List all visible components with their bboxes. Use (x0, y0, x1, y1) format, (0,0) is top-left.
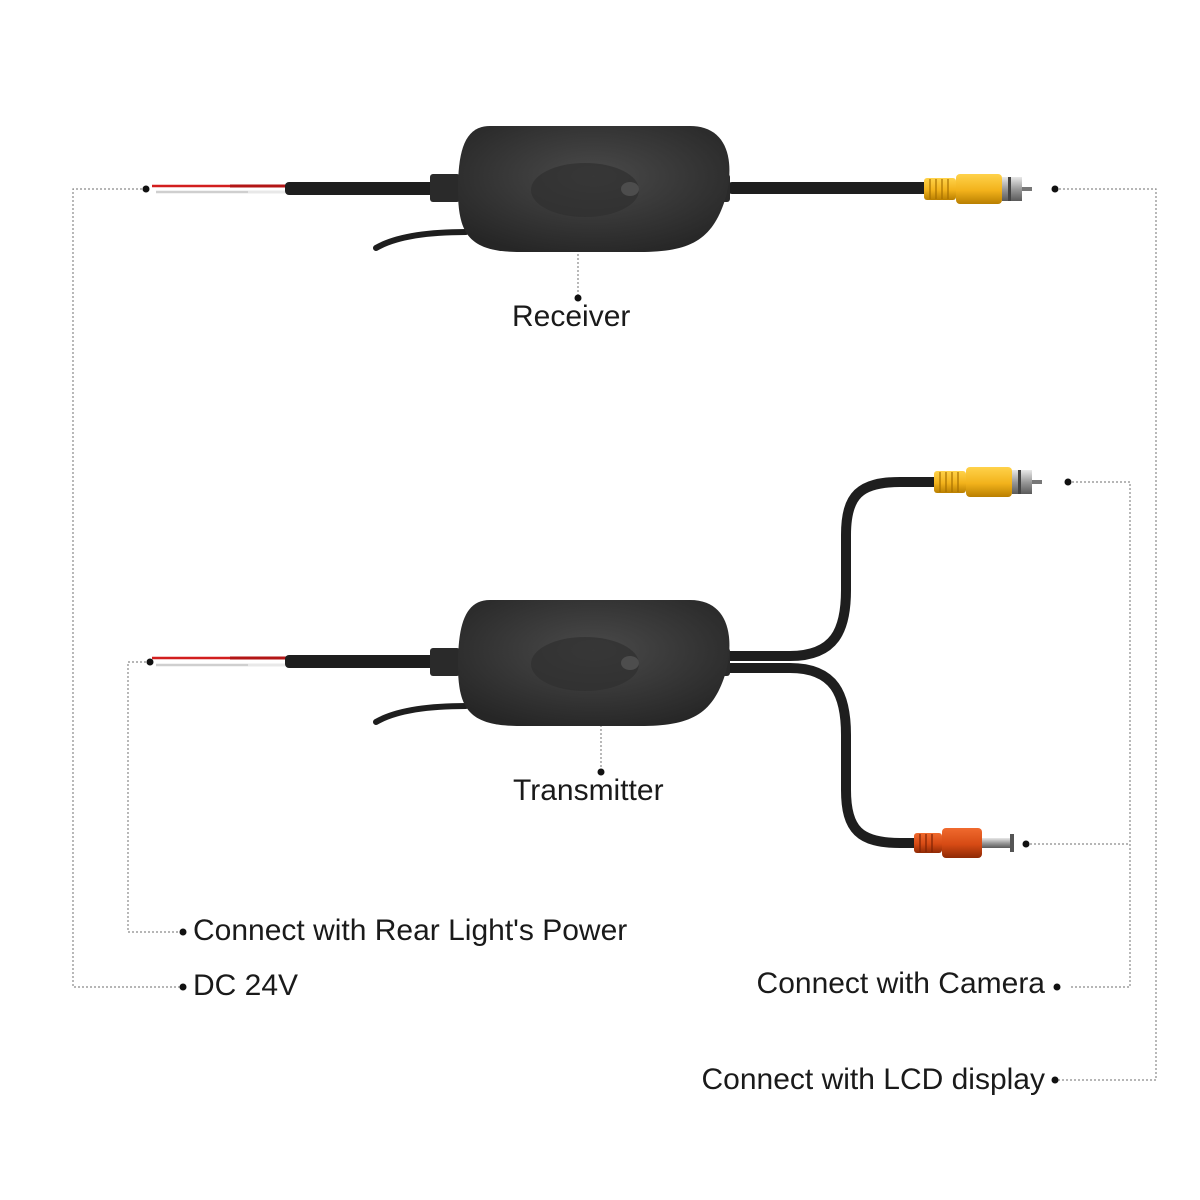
leader-dots (142, 185, 1072, 1084)
receiver-power-wires (152, 184, 290, 194)
dc-leader (72, 188, 180, 988)
dc-voltage-label: DC 24V (193, 969, 299, 1002)
transmitter-label: Transmitter (513, 774, 664, 807)
transmitter-yellow-rca-plug (934, 467, 1042, 497)
receiver-yellow-rca-plug (924, 174, 1032, 204)
transmitter-module (152, 467, 1042, 858)
rear-light-leader (127, 661, 180, 933)
camera-label: Connect with Camera (756, 967, 1045, 1000)
transmitter-power-wires (152, 656, 290, 667)
receiver-label: Receiver (512, 300, 631, 333)
camera-leader (1068, 481, 1131, 988)
receiver-module (152, 126, 1032, 252)
transmitter-red-dc-plug (914, 828, 1014, 858)
leader-lines (72, 188, 1157, 1081)
rear-light-label: Connect with Rear Light's Power (193, 914, 628, 947)
lcd-display-label: Connect with LCD display (701, 1063, 1046, 1096)
lcd-leader (1055, 188, 1157, 1081)
